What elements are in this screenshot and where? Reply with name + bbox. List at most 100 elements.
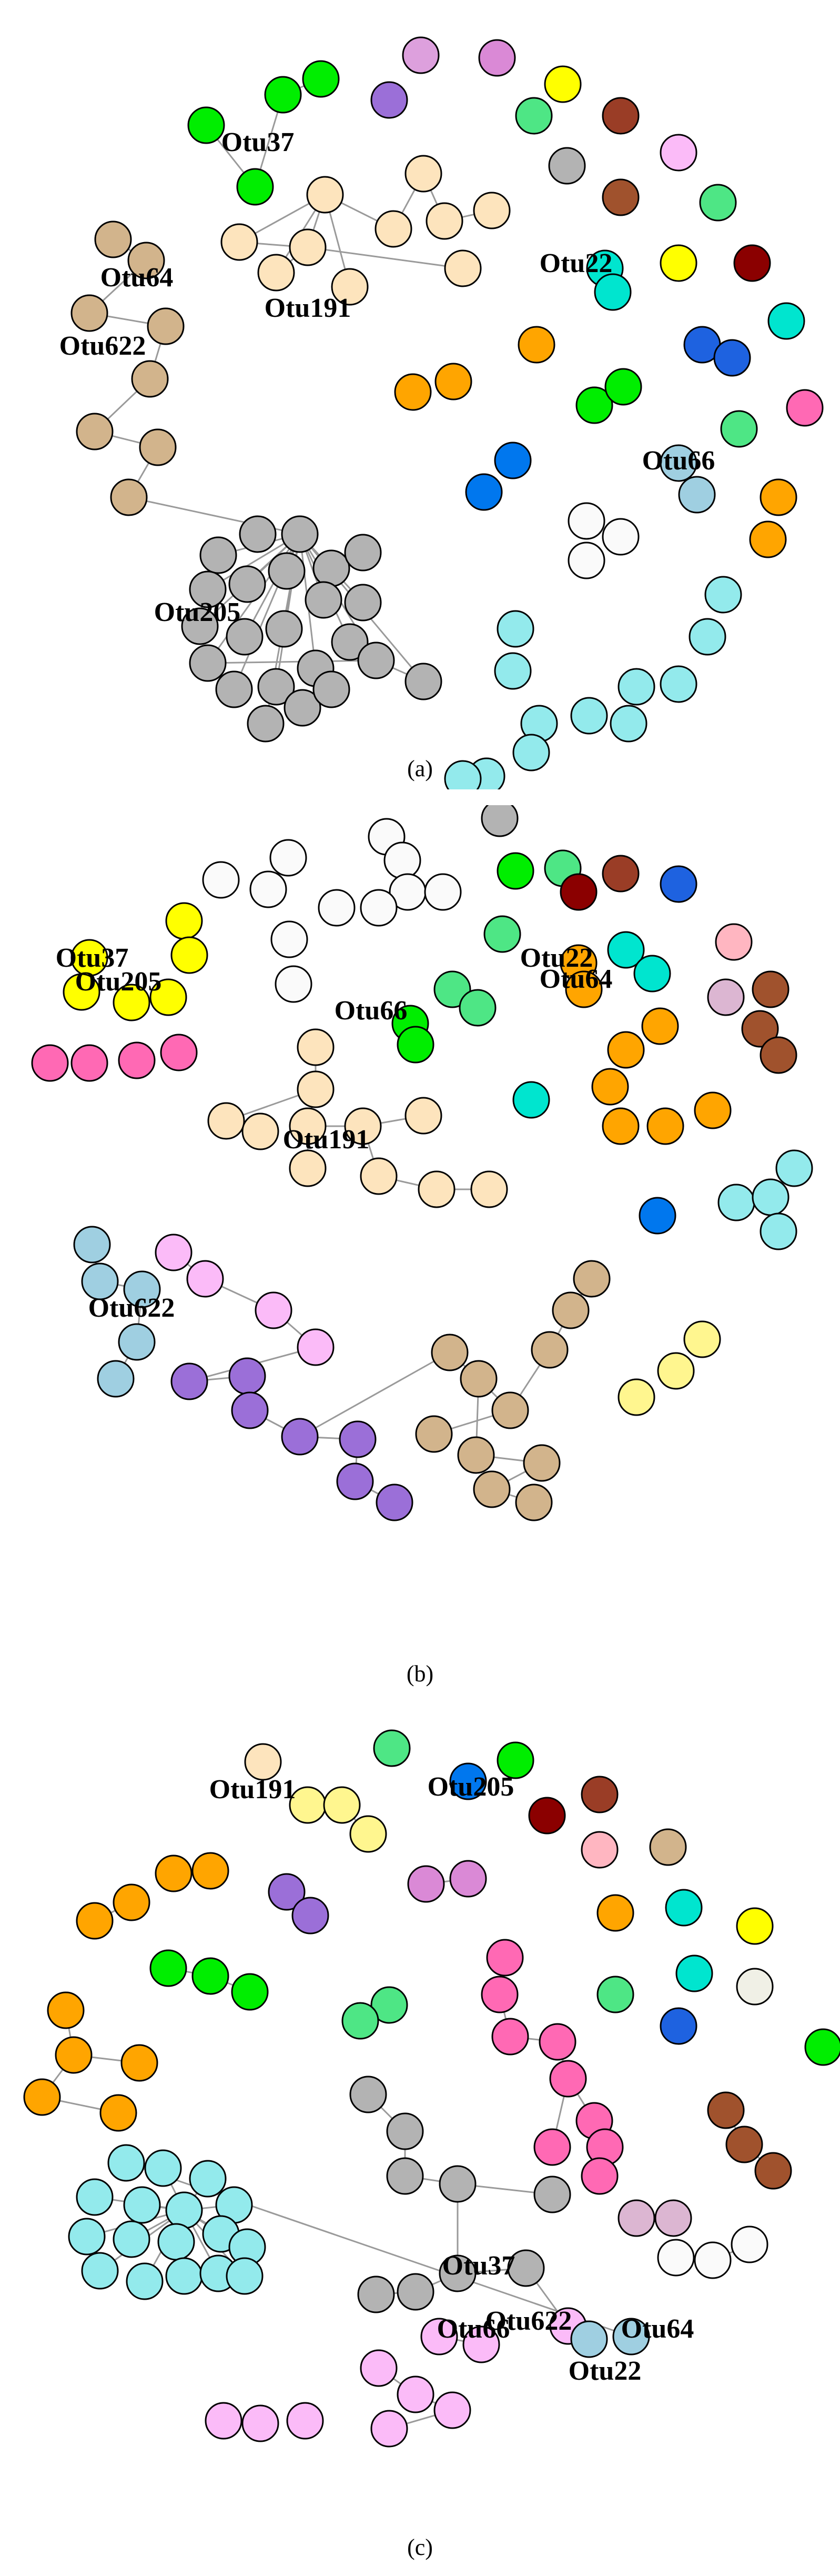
otu-node (657, 1352, 695, 1390)
otu-node (491, 2018, 529, 2056)
otu-node (660, 665, 697, 703)
otu-node (397, 1026, 434, 1064)
otu-node (394, 373, 432, 411)
otu-node (523, 1444, 561, 1482)
otu-node (312, 549, 350, 587)
otu-label: Otu22 (520, 943, 593, 973)
otu-node (528, 1797, 566, 1835)
caption-c: (c) (0, 2534, 840, 2561)
otu-node (231, 1973, 269, 2011)
otu-node (760, 1212, 797, 1250)
otu-node (170, 936, 208, 974)
otu-node (565, 970, 603, 1008)
otu-node (470, 1170, 508, 1208)
otu-node (228, 565, 266, 603)
otu-node (533, 2176, 571, 2213)
otu-node (602, 97, 640, 135)
otu-node (339, 1420, 377, 1458)
otu-node (357, 642, 395, 679)
otu-node (297, 1028, 335, 1066)
otu-node (618, 668, 655, 706)
otu-node (591, 1068, 629, 1106)
otu-node (460, 1360, 498, 1398)
otu-node (120, 2044, 158, 2082)
caption-b: (b) (0, 1660, 840, 1687)
otu-node (265, 610, 303, 648)
otu-label: Otu205 (428, 1772, 514, 1802)
otu-label: Otu622 (59, 331, 146, 361)
otu-node (289, 1107, 327, 1145)
otu-node (786, 389, 824, 427)
otu-node (570, 2320, 608, 2358)
otu-node (357, 2276, 395, 2313)
otu-node (736, 1968, 774, 2006)
otu-node (486, 1939, 524, 1977)
otu-node (731, 2226, 768, 2263)
otu-node (439, 2165, 477, 2203)
otu-node (699, 184, 737, 222)
otu-node (749, 520, 787, 558)
otu-node (407, 1865, 445, 1903)
otu-node (110, 478, 148, 516)
otu-node (473, 192, 511, 229)
otu-node (228, 1357, 266, 1395)
otu-node (202, 861, 240, 899)
otu-node (602, 178, 640, 216)
otu-node (220, 223, 258, 261)
otu-node (594, 273, 632, 311)
otu-node (433, 2391, 471, 2429)
otu-node (149, 978, 187, 1016)
otu-node (602, 855, 640, 893)
otu-node (244, 1743, 282, 1781)
otu-node (241, 1112, 279, 1150)
otu-node (165, 902, 203, 940)
otu-label: Otu205 (75, 967, 162, 997)
otu-node (570, 697, 608, 735)
otu-node (397, 2375, 434, 2413)
otu-node (255, 1291, 292, 1329)
otu-node (189, 2160, 227, 2198)
otu-node (715, 923, 753, 961)
otu-node (494, 442, 532, 479)
otu-node (639, 1197, 676, 1235)
otu-node (596, 1976, 634, 2013)
otu-node (281, 515, 319, 553)
caption-c-text: (c) (407, 2534, 433, 2560)
otu-label: Otu22 (540, 248, 613, 278)
edge (307, 246, 463, 269)
otu-label: Otu22 (569, 2356, 642, 2386)
otu-node (581, 2157, 619, 2195)
otu-node (497, 610, 534, 648)
caption-a: (a) (0, 755, 840, 782)
otu-node (386, 2157, 424, 2195)
otu-node (149, 1949, 187, 1987)
otu-node (360, 2349, 398, 2387)
otu-node (478, 39, 516, 77)
otu-node (497, 852, 534, 890)
otu-node (289, 228, 327, 266)
otu-node (191, 1957, 229, 1995)
otu-node (760, 1036, 797, 1074)
otu-node (344, 1107, 382, 1145)
otu-node (189, 570, 227, 608)
otu-node (76, 1902, 114, 1940)
otu-node (512, 1081, 550, 1119)
otu-node (707, 978, 745, 1016)
otu-node (113, 2220, 150, 2258)
otu-node (657, 2239, 695, 2277)
otu-node (415, 1415, 453, 1453)
otu-node (515, 97, 553, 135)
otu-node (444, 760, 482, 789)
otu-node (286, 2402, 324, 2440)
otu-node (205, 2402, 242, 2440)
otu-node (275, 965, 312, 1003)
otu-label: Otu37 (442, 2251, 515, 2281)
otu-label: Otu64 (540, 964, 613, 994)
otu-node (370, 2410, 408, 2448)
otu-node (694, 1091, 732, 1129)
otu-node (717, 1184, 755, 1221)
otu-node (349, 2076, 387, 2113)
otu-node (81, 1262, 119, 1300)
otu-node (804, 2028, 840, 2066)
otu-node (736, 1907, 774, 1945)
